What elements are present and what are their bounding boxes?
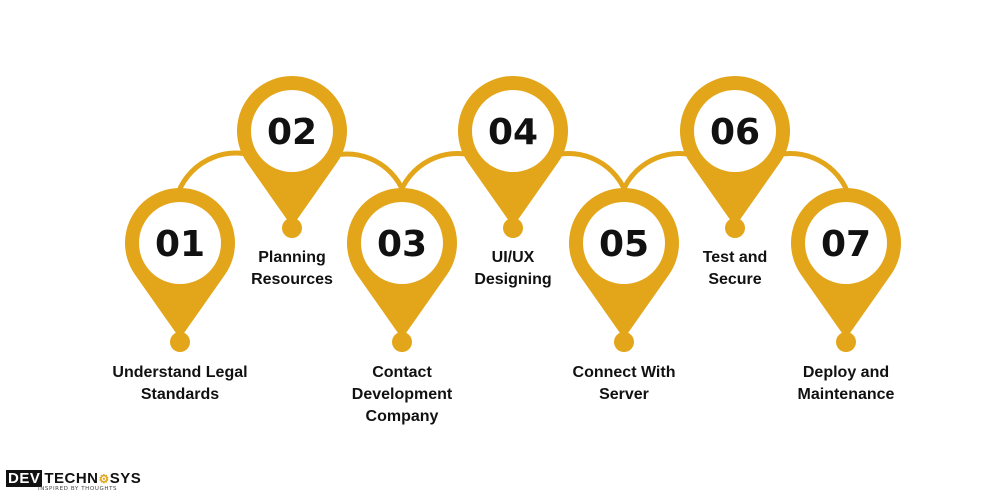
- step-label-06: Test and Secure: [702, 249, 768, 288]
- step-pin-05: 05: [569, 187, 679, 352]
- step-pin-04: 04: [458, 75, 568, 238]
- step-pin-06: 06: [679, 75, 790, 238]
- pin-dot: [282, 218, 302, 238]
- pin-inner-circle: [139, 202, 221, 284]
- step-number: 07: [821, 224, 871, 265]
- pin-inner-circle: [472, 90, 554, 172]
- pin-dot: [170, 332, 190, 352]
- step-number: 01: [155, 224, 205, 265]
- step-number: 06: [710, 112, 760, 153]
- logo-tagline: INSPIRED BY THOUGHTS: [38, 486, 118, 492]
- step-label-01: Understand Legal Standards: [112, 364, 248, 403]
- step-number: 05: [599, 224, 649, 265]
- step-label-04: UI/UX Designing: [474, 249, 552, 288]
- pin-dot: [503, 218, 523, 238]
- gear-icon: ⚙: [98, 472, 110, 486]
- logo-dev: DEV: [6, 470, 43, 487]
- pin-inner-circle: [805, 202, 887, 284]
- pin-inner-circle: [583, 202, 665, 284]
- pin-dot: [392, 332, 412, 352]
- pin-inner-circle: [361, 202, 443, 284]
- pin-inner-circle: [251, 90, 333, 172]
- pin-dot: [836, 332, 856, 352]
- pin-dot: [725, 218, 745, 238]
- pin-inner-circle: [694, 90, 776, 172]
- step-number: 04: [488, 112, 538, 153]
- logo-sys: SYS: [109, 470, 142, 487]
- logo-techn: TECHN: [44, 470, 99, 487]
- step-pin-07: 07: [790, 187, 901, 352]
- pin-dot: [614, 332, 634, 352]
- step-number: 02: [267, 112, 317, 153]
- step-pin-03: 03: [347, 187, 457, 352]
- step-pin-02: 02: [237, 75, 347, 238]
- step-number: 03: [377, 224, 427, 265]
- step-label-05: Connect With Server: [572, 364, 676, 403]
- step-label-03: Contact Development Company: [351, 364, 453, 425]
- step-label-02: Planning Resources: [251, 249, 333, 288]
- step-label-07: Deploy and Maintenance: [797, 364, 895, 403]
- step-pins: 01 02 03 04 05 06 07: [125, 75, 901, 352]
- step-pin-01: 01: [125, 187, 236, 352]
